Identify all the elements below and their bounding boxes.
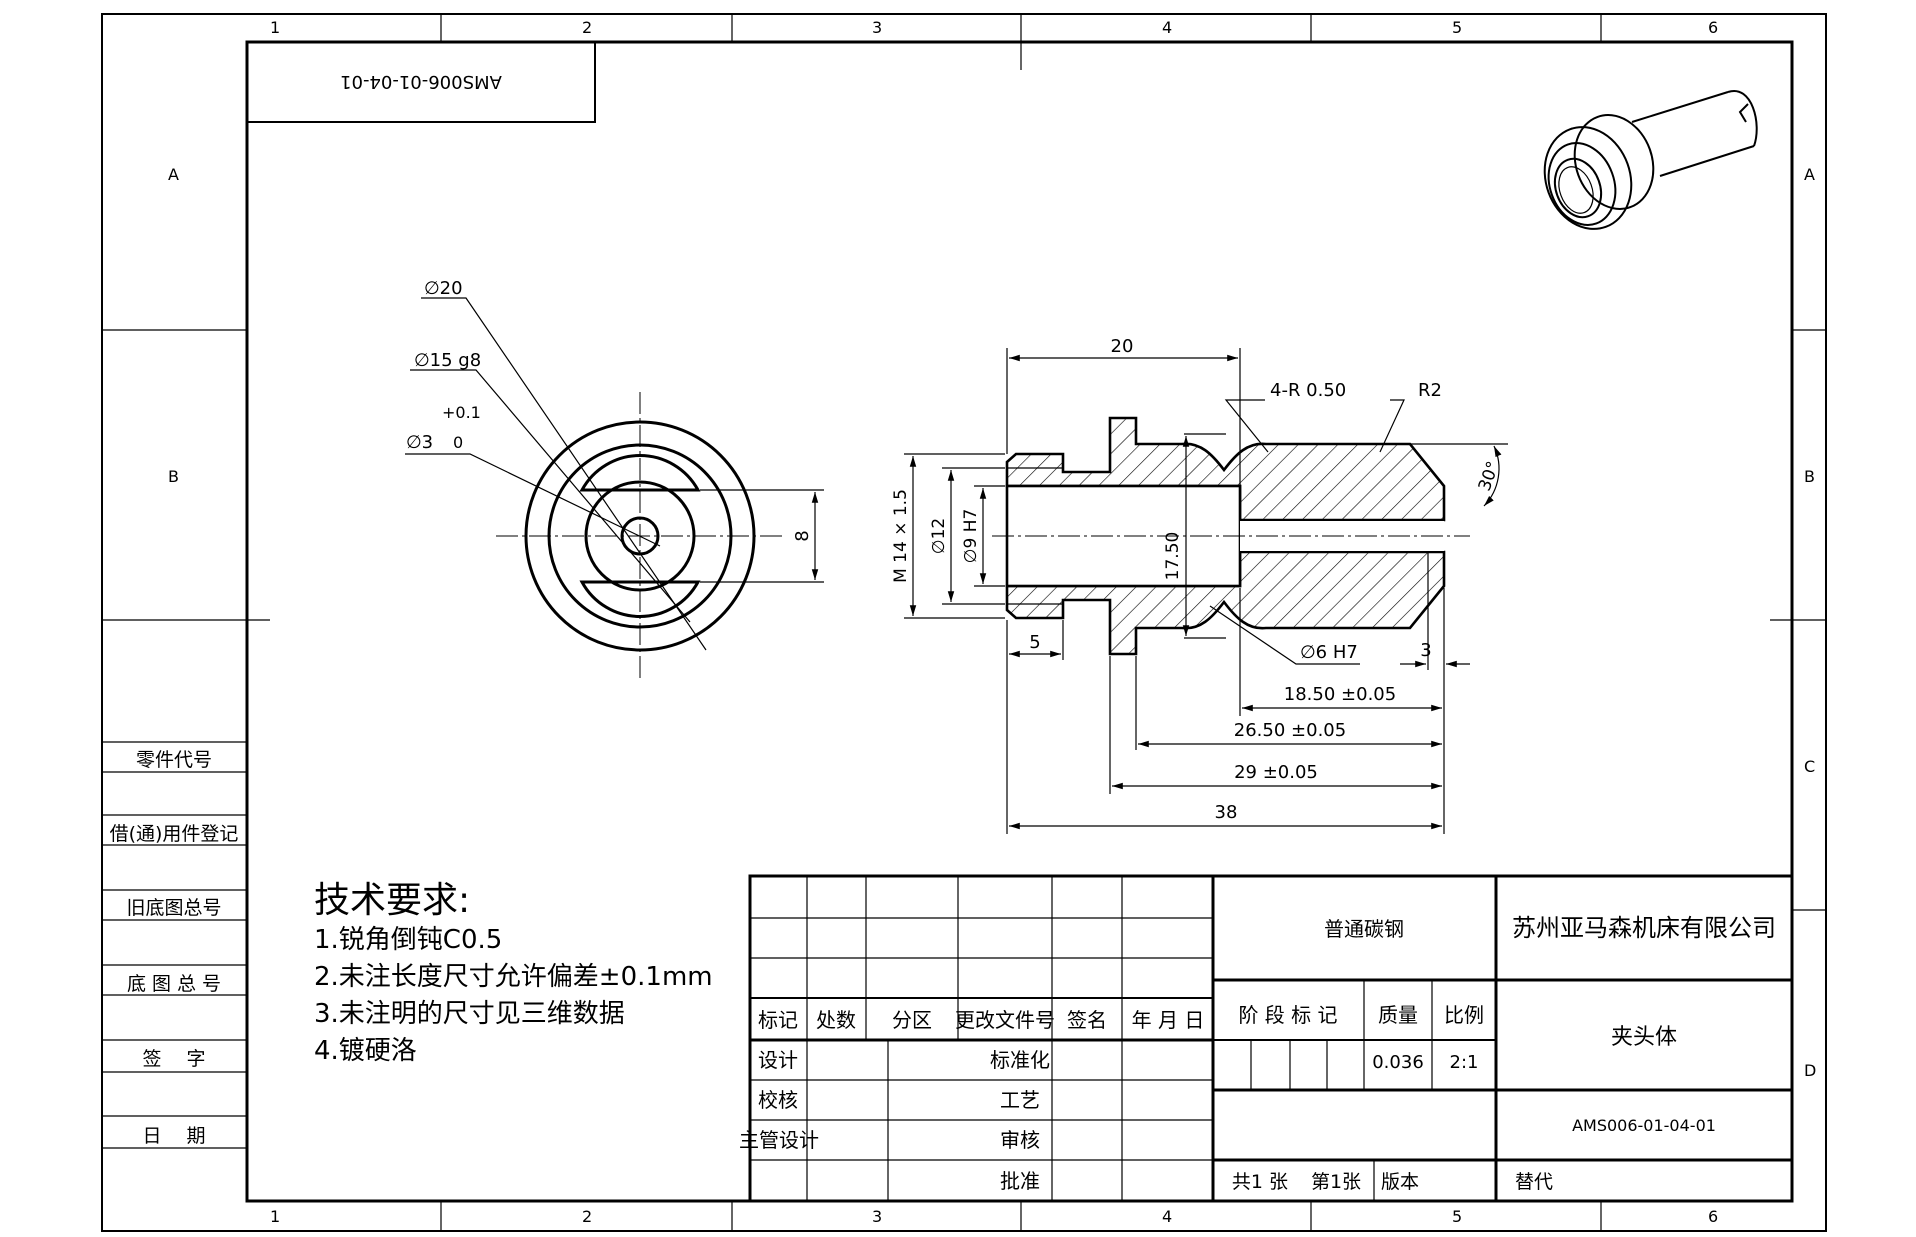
- zone-row-A-right: A: [1804, 165, 1815, 184]
- section-lower-half: [1005, 550, 1446, 656]
- zone-row-C-right: C: [1804, 757, 1815, 776]
- dim-29: 29 ±0.05: [1234, 762, 1318, 783]
- dim-dia20: ∅20: [424, 278, 463, 299]
- zone-col-3-top: 3: [872, 18, 882, 37]
- left-strip: 零件代号 借(通)用件登记 旧底图总号 底 图 总 号 签 字 日 期: [102, 741, 247, 1149]
- role-standard: 标准化: [990, 1048, 1050, 1072]
- sheet-number: 第1张: [1311, 1171, 1361, 1193]
- dim-thread: M 14 × 1.5: [891, 489, 911, 583]
- zone-col-4-top: 4: [1162, 18, 1172, 37]
- zone-col-2-bottom: 2: [582, 1207, 592, 1226]
- zone-col-6-top: 6: [1708, 18, 1718, 37]
- role-check: 校核: [758, 1088, 798, 1112]
- mass-value: 0.036: [1372, 1052, 1424, 1073]
- header-mark: 标记: [758, 1008, 798, 1032]
- dim-dia6: ∅6 H7: [1300, 642, 1358, 663]
- strip-label-date: 日 期: [142, 1125, 205, 1147]
- stage-label: 阶 段 标 记: [1238, 1003, 1337, 1027]
- tech-title: 技术要求:: [314, 880, 470, 921]
- header-change-doc: 更改文件号: [955, 1008, 1055, 1032]
- scale-value: 2:1: [1450, 1052, 1479, 1073]
- header-zone: 分区: [892, 1008, 932, 1032]
- replace-label: 替代: [1515, 1171, 1553, 1193]
- zone-col-1-bottom: 1: [270, 1207, 280, 1226]
- header-signature: 签名: [1067, 1008, 1107, 1032]
- tech-item-1: 1.锐角倒钝C0.5: [314, 925, 502, 955]
- header-count: 处数: [816, 1008, 856, 1032]
- strip-label-old-drawing: 旧底图总号: [126, 897, 221, 919]
- dim-1750: 17.50: [1163, 532, 1183, 581]
- company-name: 苏州亚马森机床有限公司: [1512, 914, 1776, 942]
- zone-row-B-right: B: [1804, 467, 1815, 486]
- strip-label-base-drawing: 底 图 总 号: [127, 973, 221, 995]
- scale-label: 比例: [1444, 1003, 1484, 1027]
- section-view: 20 4-R 0.50 R2 30° M 14 × 1.5 ∅12 ∅9 H7 …: [891, 336, 1508, 834]
- part-name: 夹头体: [1611, 1025, 1677, 1050]
- material: 普通碳钢: [1324, 917, 1404, 941]
- dim-len-3: 3: [1420, 640, 1431, 661]
- dim-dia12: ∅12: [929, 518, 949, 554]
- zone-col-1-top: 1: [270, 18, 280, 37]
- drawing-number-box: AMS006-01-04-01: [246, 41, 596, 123]
- zone-col-5-bottom: 5: [1452, 1207, 1462, 1226]
- strip-label-signature: 签 字: [142, 1048, 205, 1070]
- dim-tol-upper: +0.1: [442, 403, 481, 422]
- drawing-number: AMS006-01-04-01: [1572, 1116, 1716, 1135]
- zone-col-5-top: 5: [1452, 18, 1462, 37]
- title-block: 标记 处数 分区 更改文件号 签名 年 月 日 设计 校核 主管设计 标准化 工…: [739, 874, 1794, 1203]
- dim-dia15: ∅15 g8: [414, 350, 481, 371]
- zone-row-B-left: B: [168, 467, 179, 486]
- dim-angle-30: 30°: [1475, 459, 1504, 494]
- role-chief-design: 主管设计: [739, 1128, 819, 1152]
- dim-dia3: ∅3: [406, 432, 433, 453]
- role-approve: 批准: [1000, 1169, 1040, 1193]
- tech-item-4: 4.镀硬洛: [314, 1036, 417, 1066]
- dim-r2: R2: [1418, 380, 1442, 401]
- zone-col-6-bottom: 6: [1708, 1207, 1718, 1226]
- sheets-total: 共1 张: [1232, 1171, 1288, 1193]
- dim-r050: 4-R 0.50: [1270, 380, 1346, 401]
- version-label: 版本: [1381, 1171, 1419, 1193]
- strip-label-borrow: 借(通)用件登记: [110, 823, 239, 845]
- role-review: 审核: [1000, 1128, 1040, 1152]
- dim-tol-lower: 0: [453, 433, 463, 452]
- dim-slot-8: 8: [792, 530, 813, 541]
- dim-38: 38: [1215, 802, 1238, 823]
- dim-2650: 26.50 ±0.05: [1234, 720, 1346, 741]
- dim-len-20: 20: [1111, 336, 1134, 357]
- zone-col-2-top: 2: [582, 18, 592, 37]
- front-view: ∅20 ∅15 g8 +0.1 ∅3 0 8: [405, 278, 824, 680]
- zone-col-4-bottom: 4: [1162, 1207, 1172, 1226]
- tech-requirements: 技术要求: 1.锐角倒钝C0.5 2.未注长度尺寸允许偏差±0.1mm 3.未注…: [314, 880, 713, 1066]
- strip-label-part-code: 零件代号: [136, 749, 212, 771]
- mass-label: 质量: [1378, 1003, 1418, 1027]
- dim-1850: 18.50 ±0.05: [1284, 684, 1396, 705]
- role-design: 设计: [758, 1048, 798, 1072]
- header-date: 年 月 日: [1132, 1008, 1205, 1032]
- isometric-view: [1543, 89, 1758, 230]
- tech-item-3: 3.未注明的尺寸见三维数据: [314, 999, 625, 1029]
- dim-len-5: 5: [1029, 632, 1040, 653]
- zone-labels: 1 2 3 4 5 6 1 2 3 4 5 6 A B A B C D: [168, 18, 1816, 1226]
- zone-row-A-left: A: [168, 165, 179, 184]
- zone-row-D-right: D: [1804, 1061, 1816, 1080]
- role-process: 工艺: [1000, 1088, 1040, 1112]
- zone-col-3-bottom: 3: [872, 1207, 882, 1226]
- tech-item-2: 2.未注长度尺寸允许偏差±0.1mm: [314, 962, 713, 992]
- dim-dia9: ∅9 H7: [961, 509, 981, 564]
- drawing-number-inverted: AMS006-01-04-01: [340, 71, 502, 92]
